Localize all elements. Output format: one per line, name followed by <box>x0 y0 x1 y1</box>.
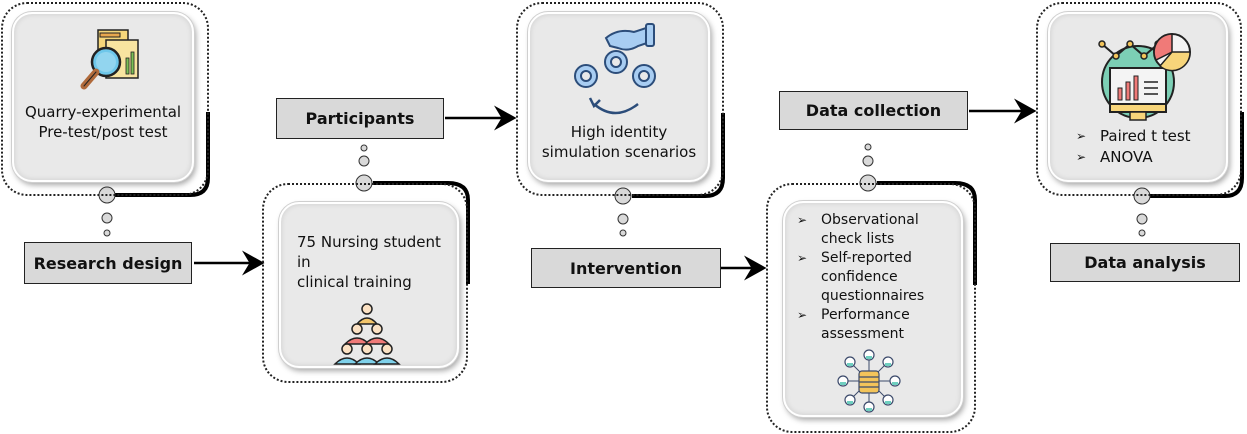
bullet-item: ➢Self-reported confidence questionnaires <box>797 250 925 304</box>
data-analysis-card-text: ➢Paired t test ➢ANOVA <box>1074 126 1191 168</box>
people-pyramid-icon <box>333 303 401 365</box>
card-line: simulation scenarios <box>541 143 697 161</box>
card-line: clinical training <box>297 273 412 291</box>
bullet-item: ➢Observational check lists <box>797 212 919 247</box>
database-network-icon <box>837 349 901 413</box>
research-design-card: Quarry-experimental Pre-test/post test <box>12 12 194 182</box>
intervention-card-text: High identity simulation scenarios <box>530 122 708 162</box>
bullet-arrow-icon: ➢ <box>1076 150 1087 164</box>
research-design-label: Research design <box>24 242 192 284</box>
monitor-analytics-icon <box>1098 33 1191 121</box>
data-analysis-label: Data analysis <box>1050 243 1240 282</box>
card-line: Pre-test/post test <box>38 123 168 141</box>
intervention-card: High identity simulation scenarios <box>528 12 710 182</box>
bullet-item: ➢ANOVA <box>1076 148 1153 166</box>
intervention-outline <box>516 2 724 196</box>
research-design-outline <box>1 2 209 196</box>
data-analysis-card: ➢Paired t test ➢ANOVA <box>1048 12 1228 182</box>
bullet-arrow-icon: ➢ <box>797 213 808 227</box>
card-line: Quarry-experimental <box>24 103 182 121</box>
intervention-label: Intervention <box>531 248 721 288</box>
data-collection-label: Data collection <box>779 91 968 130</box>
bullet-item: ➢Performance assessment <box>797 307 910 342</box>
card-line: High identity <box>570 123 668 141</box>
bullet-arrow-icon: ➢ <box>797 251 808 265</box>
data-collection-outline <box>766 183 976 433</box>
hand-gears-icon <box>574 23 656 115</box>
bullet-item: ➢Paired t test <box>1076 127 1191 145</box>
data-collection-card: ➢Observational check lists ➢Self-reporte… <box>783 201 963 417</box>
participants-outline <box>262 183 468 383</box>
bullet-arrow-icon: ➢ <box>1076 129 1087 143</box>
participants-card-text: 75 Nursing student in clinical training <box>297 232 457 292</box>
card-line: 75 Nursing student in <box>297 233 441 271</box>
research-design-card-text: Quarry-experimental Pre-test/post test <box>14 102 192 142</box>
data-collection-card-text: ➢Observational check lists ➢Self-reporte… <box>795 211 960 344</box>
participants-label: Participants <box>276 98 444 139</box>
magnifier-report-icon <box>80 29 139 90</box>
data-analysis-outline <box>1036 2 1242 196</box>
bullet-arrow-icon: ➢ <box>797 308 808 322</box>
participants-card: 75 Nursing student in clinical training <box>279 202 459 368</box>
